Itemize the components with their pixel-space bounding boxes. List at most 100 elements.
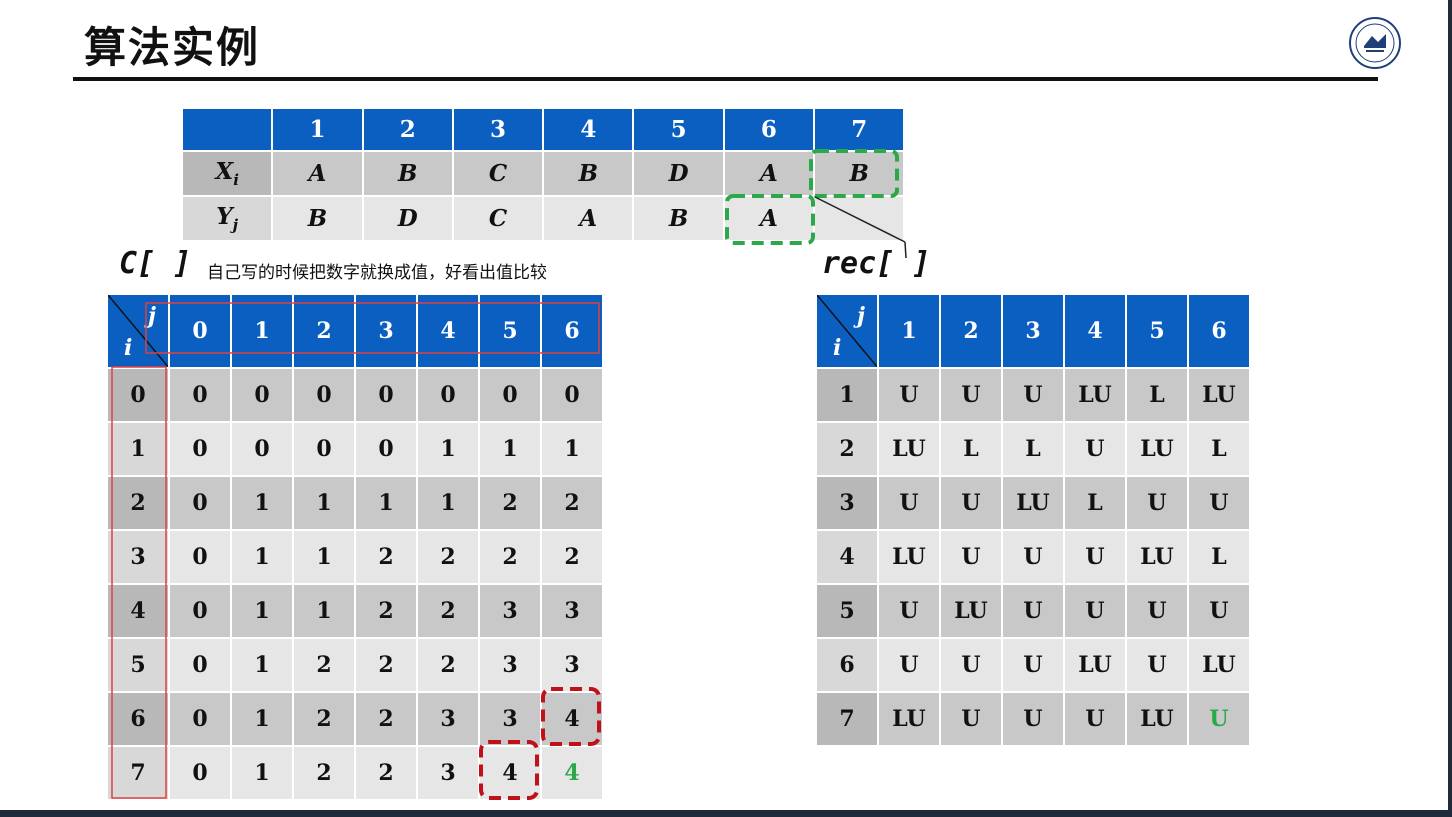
rec-cell: U bbox=[1187, 475, 1251, 531]
rec-cell-highlighted: U bbox=[1187, 691, 1251, 747]
rec-row: 3 U U LU L U U bbox=[815, 475, 1251, 531]
rec-corner-i: i bbox=[833, 335, 842, 361]
xi-cell: B bbox=[542, 150, 635, 197]
rec-row-header: 4 bbox=[815, 529, 879, 585]
corner-diagonal-icon bbox=[109, 296, 167, 366]
c-cell: 0 bbox=[168, 745, 232, 801]
c-cell: 0 bbox=[416, 367, 480, 423]
c-col-header: 1 bbox=[230, 293, 294, 369]
c-array-label: C[ ] bbox=[119, 246, 192, 281]
rec-cell: U bbox=[1063, 529, 1127, 585]
rec-col-header: 4 bbox=[1063, 293, 1127, 369]
rec-col-header: 5 bbox=[1125, 293, 1189, 369]
yj-label: Yj bbox=[180, 195, 274, 242]
rec-cell: U bbox=[939, 475, 1003, 531]
rec-table: j i 1 2 3 4 5 6 1 U U U LU L LU 2 LU L L… bbox=[815, 293, 1251, 747]
c-cell: 3 bbox=[416, 691, 480, 747]
rec-cell: U bbox=[1001, 367, 1065, 423]
c-cell: 0 bbox=[168, 691, 232, 747]
rec-cell: U bbox=[877, 637, 941, 693]
rec-row: 4 LU U U U LU L bbox=[815, 529, 1251, 585]
c-cell: 2 bbox=[354, 637, 418, 693]
rec-cell: U bbox=[1001, 583, 1065, 639]
c-row: 2 0 1 1 1 1 2 2 bbox=[106, 475, 604, 531]
c-cell: 1 bbox=[230, 745, 294, 801]
yj-subscript: j bbox=[232, 216, 239, 234]
rec-cell: LU bbox=[1125, 421, 1189, 477]
c-row-header: 0 bbox=[106, 367, 170, 423]
c-col-header: 2 bbox=[292, 293, 356, 369]
rec-cell: U bbox=[1063, 691, 1127, 747]
c-cell: 1 bbox=[292, 529, 356, 585]
c-cell: 2 bbox=[354, 529, 418, 585]
xi-cell: D bbox=[632, 150, 725, 197]
rec-row-header: 6 bbox=[815, 637, 879, 693]
xy-header-corner bbox=[180, 107, 274, 152]
rec-cell: LU bbox=[1125, 691, 1189, 747]
rec-col-header: 6 bbox=[1187, 293, 1251, 369]
c-row-header: 4 bbox=[106, 583, 170, 639]
slide-title: 算法实例 bbox=[84, 23, 261, 72]
c-col-header: 4 bbox=[416, 293, 480, 369]
university-logo-icon bbox=[1349, 17, 1401, 69]
c-cell: 1 bbox=[416, 475, 480, 531]
c-corner-j: j bbox=[148, 303, 156, 329]
c-corner-i: i bbox=[124, 335, 133, 361]
c-cell: 3 bbox=[478, 637, 542, 693]
c-cell: 2 bbox=[416, 637, 480, 693]
rec-corner-header: j i bbox=[815, 293, 879, 369]
c-cell: 1 bbox=[540, 421, 604, 477]
xy-header-col: 4 bbox=[542, 107, 635, 152]
c-cell: 2 bbox=[540, 475, 604, 531]
c-cell: 1 bbox=[292, 475, 356, 531]
window-edge bbox=[0, 810, 1452, 817]
c-cell: 3 bbox=[540, 637, 604, 693]
c-corner-header: j i bbox=[106, 293, 170, 369]
rec-cell: L bbox=[939, 421, 1003, 477]
c-cell: 3 bbox=[540, 583, 604, 639]
yj-cell: B bbox=[632, 195, 725, 242]
xy-header-col: 5 bbox=[632, 107, 725, 152]
c-cell: 1 bbox=[230, 529, 294, 585]
c-cell: 1 bbox=[230, 475, 294, 531]
c-cell: 0 bbox=[168, 583, 232, 639]
title-divider bbox=[73, 77, 1378, 81]
yj-row: Yj B D C A B A bbox=[180, 195, 906, 242]
rec-cell: U bbox=[939, 637, 1003, 693]
c-row-header: 6 bbox=[106, 691, 170, 747]
rec-row-header: 7 bbox=[815, 691, 879, 747]
c-cell: 1 bbox=[292, 583, 356, 639]
xi-cell: B bbox=[361, 150, 454, 197]
rec-cell: U bbox=[1001, 691, 1065, 747]
xy-header-col: 7 bbox=[813, 107, 906, 152]
c-cell: 3 bbox=[478, 691, 542, 747]
c-cell: 3 bbox=[478, 583, 542, 639]
rec-cell: LU bbox=[877, 691, 941, 747]
rec-cell: L bbox=[1187, 421, 1251, 477]
c-cell: 0 bbox=[230, 367, 294, 423]
rec-row-header: 5 bbox=[815, 583, 879, 639]
rec-cell: L bbox=[1125, 367, 1189, 423]
c-cell: 0 bbox=[168, 421, 232, 477]
xi-row: Xi A B C B D A B bbox=[180, 150, 906, 197]
c-cell: 3 bbox=[416, 745, 480, 801]
c-cell: 0 bbox=[168, 529, 232, 585]
xi-cell: B bbox=[813, 150, 906, 197]
c-row-header: 7 bbox=[106, 745, 170, 801]
xy-header-col: 1 bbox=[271, 107, 364, 152]
annotation-note: 自己写的时候把数字就换成值，好看出值比较 bbox=[207, 263, 547, 283]
rec-cell: L bbox=[1001, 421, 1065, 477]
rec-cell: U bbox=[877, 475, 941, 531]
c-cell: 0 bbox=[168, 367, 232, 423]
c-cell: 1 bbox=[416, 421, 480, 477]
c-cell: 0 bbox=[540, 367, 604, 423]
rec-cell: U bbox=[1001, 529, 1065, 585]
yj-cell: C bbox=[451, 195, 545, 242]
rec-cell: U bbox=[1063, 421, 1127, 477]
rec-cell: U bbox=[939, 529, 1003, 585]
rec-cell: LU bbox=[1063, 637, 1127, 693]
c-row: 6 0 1 2 2 3 3 4 bbox=[106, 691, 604, 747]
c-cell: 2 bbox=[354, 583, 418, 639]
rec-cell: LU bbox=[877, 529, 941, 585]
